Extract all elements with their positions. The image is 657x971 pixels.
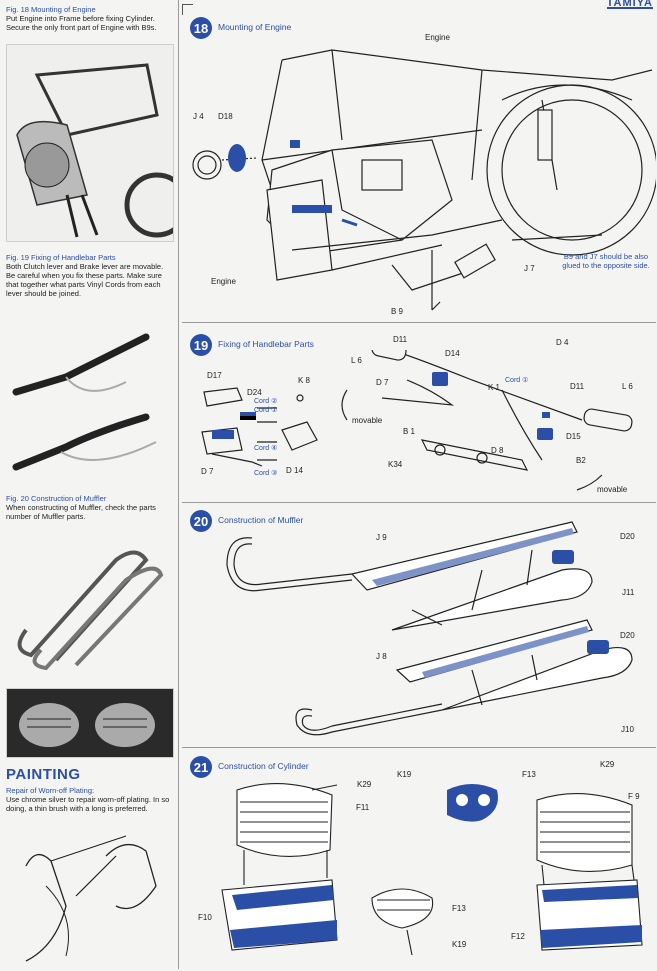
label-j10: J10 xyxy=(621,725,634,734)
label-j4: J 4 xyxy=(193,112,204,121)
fig19-title: Fig. 19 Fixing of Handlebar Parts xyxy=(6,253,116,262)
label-engine-bottom: Engine xyxy=(211,277,236,286)
muffler-diagram xyxy=(226,521,633,736)
fig18-photo xyxy=(6,44,174,242)
painting-subheading: Repair of Worn-off Plating: xyxy=(6,786,95,795)
label-d20a: D20 xyxy=(620,532,635,541)
label-k29a: K29 xyxy=(357,780,372,789)
section-divider-20 xyxy=(182,502,656,503)
step-19-number: 19 xyxy=(190,334,212,356)
label-f13b: F13 xyxy=(452,904,466,913)
label-f12: F12 xyxy=(511,932,525,941)
fig20-caption: Fig. 20 Construction of Muffler When con… xyxy=(6,494,172,521)
label-d11b: D11 xyxy=(570,382,585,391)
fig20-photo xyxy=(6,540,172,680)
step-18-title: Mounting of Engine xyxy=(218,22,292,32)
step-21-number: 21 xyxy=(190,756,212,778)
fig18-caption: Fig. 18 Mounting of Engine Put Engine in… xyxy=(6,5,172,32)
label-movable-1: movable xyxy=(352,416,383,425)
label-j7: J 7 xyxy=(524,264,535,273)
hand-brush-illustration xyxy=(25,835,157,962)
brand-logo: TAMIYA xyxy=(606,0,653,9)
cylinder-diagram xyxy=(221,783,643,956)
fig19-photo xyxy=(6,322,172,484)
label-cord-3: Cord ③ xyxy=(254,470,278,477)
label-f9: F 9 xyxy=(628,792,640,801)
muffler-photo xyxy=(17,550,164,671)
handlebar-photo xyxy=(12,333,157,471)
label-d24: D24 xyxy=(247,388,262,397)
corner-mark xyxy=(182,4,193,15)
label-l6a: L 6 xyxy=(351,356,362,365)
handlebar-diagram xyxy=(201,350,633,491)
label-movable-2: movable xyxy=(597,485,628,494)
label-f10: F10 xyxy=(198,913,212,922)
motorcycle-frame-photo xyxy=(7,45,173,241)
step-19-title: Fixing of Handlebar Parts xyxy=(218,339,314,349)
step-20-title: Construction of Muffler xyxy=(218,515,304,525)
label-cord-2a: Cord ② xyxy=(254,398,278,405)
label-d11a: D11 xyxy=(393,335,408,344)
section-divider-21 xyxy=(182,747,656,748)
left-column: Fig. 18 Mounting of Engine Put Engine in… xyxy=(0,0,174,969)
painting-illustration xyxy=(6,826,172,966)
label-k19b: K19 xyxy=(452,940,467,949)
label-d18: D18 xyxy=(218,112,233,121)
label-d7a: D 7 xyxy=(201,467,214,476)
label-d8: D 8 xyxy=(491,446,504,455)
step-20-number: 20 xyxy=(190,510,212,532)
label-d4: D 4 xyxy=(556,338,569,347)
label-j9: J 9 xyxy=(376,533,387,542)
label-f13a: F13 xyxy=(522,770,536,779)
label-d7b: D 7 xyxy=(376,378,389,387)
label-k8: K 8 xyxy=(298,376,311,385)
label-b2: B2 xyxy=(576,456,586,465)
label-l6b: L 6 xyxy=(622,382,633,391)
label-cord-4: Cord ④ xyxy=(254,445,278,452)
label-b9: B 9 xyxy=(391,307,404,316)
label-d14b: D14 xyxy=(445,349,460,358)
label-j8: J 8 xyxy=(376,652,387,661)
step-18-note: B9 and J7 should be also glued to the op… xyxy=(562,252,650,270)
fig20-title: Fig. 20 Construction of Muffler xyxy=(6,494,107,503)
painting-text: Repair of Worn-off Plating: Use chrome s… xyxy=(6,786,172,813)
label-cord-1b: Cord ① xyxy=(505,377,529,384)
column-divider xyxy=(178,0,179,969)
fig18-title: Fig. 18 Mounting of Engine xyxy=(6,5,96,14)
fig18-body: Put Engine into Frame before fixing Cyli… xyxy=(6,14,157,32)
label-d17: D17 xyxy=(207,371,222,380)
label-k29b: K29 xyxy=(600,760,615,769)
painting-heading: PAINTING xyxy=(6,766,81,783)
label-cord-1a: Cord ① xyxy=(254,407,278,414)
fig19-caption: Fig. 19 Fixing of Handlebar Parts Both C… xyxy=(6,253,172,298)
fig19-body: Both Clutch lever and Brake lever are mo… xyxy=(6,262,164,298)
label-d20b: D20 xyxy=(620,631,635,640)
section-divider-19 xyxy=(182,322,656,323)
label-k1: K 1 xyxy=(488,383,501,392)
label-engine-top: Engine xyxy=(425,33,450,42)
painting-body: Use chrome silver to repair worn-off pla… xyxy=(6,795,170,813)
label-b1: B 1 xyxy=(403,427,416,436)
label-k34: K34 xyxy=(388,460,403,469)
label-d15: D15 xyxy=(566,432,581,441)
cylinder-heads-photo xyxy=(7,689,173,757)
engine-mounting-diagram xyxy=(192,49,656,311)
label-d14a: D 14 xyxy=(286,466,303,475)
step-21-title: Construction of Cylinder xyxy=(218,761,309,771)
label-f11: F11 xyxy=(356,803,370,812)
label-k19a: K19 xyxy=(397,770,412,779)
label-j11: J11 xyxy=(622,588,635,597)
cylinder-photo xyxy=(6,688,174,758)
step-18-number: 18 xyxy=(190,17,212,39)
fig20-body: When constructing of Muffler, check the … xyxy=(6,503,156,521)
